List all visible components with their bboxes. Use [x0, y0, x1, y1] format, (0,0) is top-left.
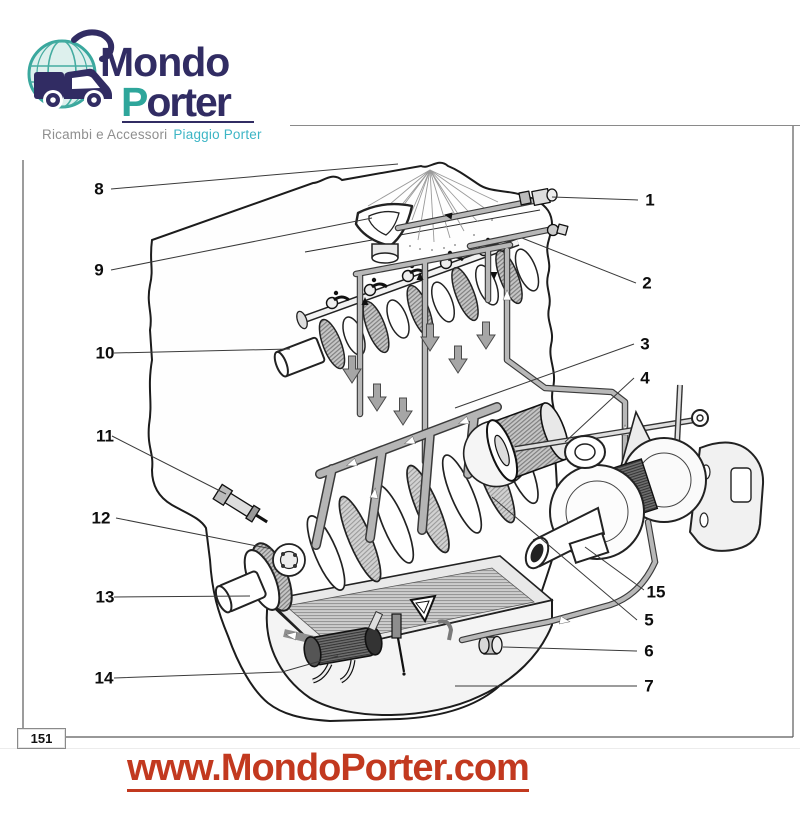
callout-leader-lines — [110, 163, 645, 687]
callout-9: 9 — [94, 260, 104, 280]
oil-filter — [462, 402, 570, 488]
callout-15: 15 — [646, 582, 666, 602]
turbocharger — [458, 384, 765, 644]
logo-tagline: Ricambi e Accessori Piaggio Porter — [42, 127, 262, 142]
flywheel-housing — [688, 441, 765, 552]
callout-3: 3 — [640, 334, 650, 354]
logo-porter-initial: P — [121, 79, 148, 125]
logo-underline — [122, 121, 254, 123]
oil-pipes — [352, 187, 630, 466]
sump-tools — [367, 594, 454, 676]
callout-4: 4 — [640, 368, 650, 388]
callout-14: 14 — [94, 668, 114, 688]
page-number: 151 — [30, 731, 53, 746]
logo-porter-rest: orter — [146, 79, 231, 125]
footer-url-link[interactable]: www.MondoPorter.com — [127, 748, 530, 792]
logo-tagline-brand: Piaggio Porter — [173, 127, 262, 142]
header-rule — [289, 125, 800, 126]
oil-filler-cap — [354, 202, 414, 264]
oil-pressure-valve — [212, 483, 268, 524]
callout-5: 5 — [644, 610, 654, 630]
diagram-frame — [22, 126, 794, 738]
page-number-box: 151 — [17, 728, 66, 749]
callout-1: 1 — [645, 190, 655, 210]
callout-13: 13 — [95, 587, 115, 607]
callout-8: 8 — [94, 179, 104, 199]
callout-2: 2 — [642, 273, 652, 293]
logo-tagline-text: Ricambi e Accessori — [42, 127, 168, 142]
logo-globe-van-icon — [27, 29, 115, 110]
callout-10: 10 — [95, 343, 115, 363]
footer-hairline — [0, 748, 800, 749]
callout-12: 12 — [91, 508, 111, 528]
logo-word-mondo: Mondo — [100, 39, 230, 85]
callout-7: 7 — [644, 676, 654, 696]
logo-word-porter: Porter — [121, 79, 232, 125]
callout-11: 11 — [96, 426, 114, 446]
oil-strainer — [283, 626, 383, 684]
callout-6: 6 — [644, 641, 654, 661]
drain-plug — [478, 635, 503, 655]
